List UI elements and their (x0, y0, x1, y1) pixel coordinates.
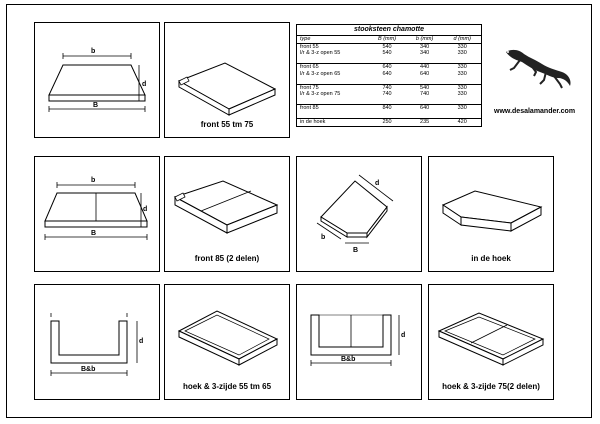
brand-website: www.desalamander.com (494, 108, 576, 115)
dim-Bb-label: B&b (81, 366, 95, 373)
panel-hoek-3zijde-55-65: hoek & 3-zijde 55 tm 65 (164, 284, 290, 400)
header-b: b (mm) (415, 36, 434, 42)
dim-B-label: B (353, 247, 358, 254)
caption-hoek-3zijde-55-65: hoek & 3-zijde 55 tm 65 (182, 382, 272, 391)
header-B: B (mm) (378, 36, 397, 42)
panel-in-de-hoek: in de hoek (428, 156, 554, 272)
caption-front-85: front 85 (2 delen) (194, 254, 260, 263)
caption-hoek-3zijde-75: hoek & 3-zijde 75(2 delen) (442, 382, 540, 391)
dim-Bb-label: B&b (341, 356, 355, 363)
panel-u-shape-2part-dims: d B&b (296, 284, 422, 400)
dim-d-label: d (143, 206, 147, 213)
dim-B-label: B (93, 102, 98, 109)
header-d: d (mm) (453, 36, 471, 42)
specs-table: stooksteen chamotte type B (mm) b (mm) d… (296, 24, 482, 127)
dim-d-label: d (142, 81, 146, 88)
salamander-logo (506, 49, 571, 89)
caption-in-de-hoek: in de hoek (471, 254, 511, 263)
panel-trapezoid-2part-dims: b d B (34, 156, 160, 272)
dim-d-label: d (375, 180, 379, 187)
dim-b-label: b (91, 177, 95, 184)
panel-hoek-3zijde-75: hoek & 3-zijde 75(2 delen) (428, 284, 554, 400)
panel-front-85: front 85 (2 delen) (164, 156, 290, 272)
panel-front-55-75: front 55 tm 75 (164, 22, 290, 138)
panel-trapezoid-dims: b d B (34, 22, 160, 138)
panel-u-shape-dims: d B&b (34, 284, 160, 400)
drawing-sheet (6, 4, 592, 418)
dim-b-label: b (91, 48, 95, 55)
dim-B-label: B (91, 230, 96, 237)
dim-d-label: d (401, 332, 405, 339)
table-header-row: type B (mm) b (mm) d (mm) (297, 36, 481, 44)
header-type: type (300, 36, 311, 42)
caption-front-55-75: front 55 tm 75 (200, 120, 254, 129)
panel-corner-dims: d b B (296, 156, 422, 272)
table-title: stooksteen chamotte (297, 25, 481, 36)
dim-b-label: b (321, 234, 325, 241)
dim-d-label: d (139, 338, 143, 345)
